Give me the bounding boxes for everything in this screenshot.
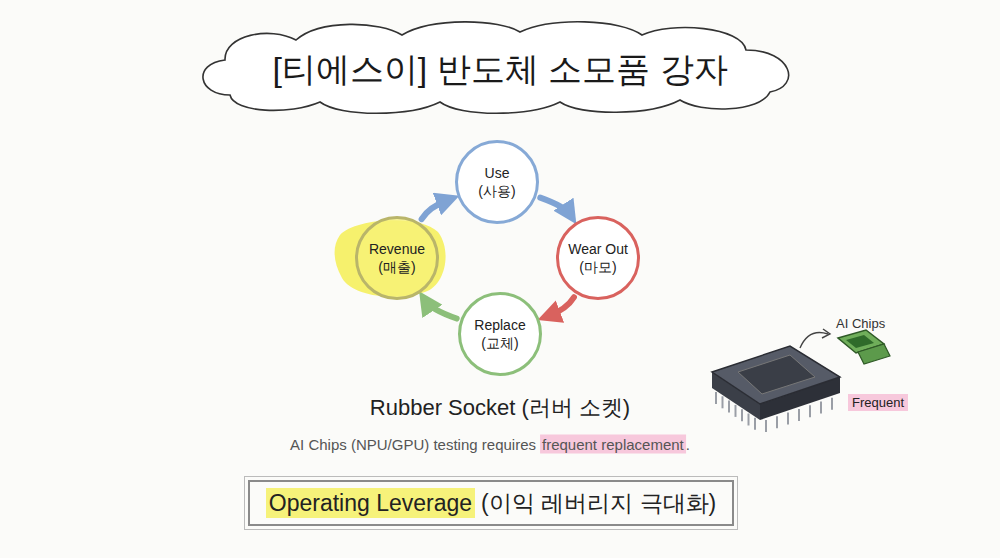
caption-heading: Rubber Socket (러버 소켓) (370, 393, 630, 423)
caption-text: . (686, 436, 690, 453)
circle-text: Use (485, 164, 510, 182)
ai-chips (800, 329, 890, 364)
box-text: (이익 레버리지 극대화) (481, 488, 716, 518)
cycle-arrow (422, 200, 449, 219)
circle-text: Replace (474, 316, 525, 334)
circle-text: Wear Out (568, 240, 628, 258)
circle-text: (사용) (478, 182, 515, 200)
cycle-arrow (549, 297, 574, 316)
cycle-circle: Wear Out(마모) (556, 216, 640, 300)
circle-text: Revenue (369, 240, 425, 258)
caption-text: AI Chips (NPU/GPU) testing requires (290, 436, 536, 453)
highlighted-text: frequent replacement (540, 435, 686, 454)
circle-text: (교체) (481, 334, 518, 352)
circle-text: (마모) (579, 258, 616, 276)
cycle-circle: Replace(교체) (458, 292, 542, 376)
part-label: AI Chips (836, 316, 885, 331)
cycle-circle: Revenue(매출) (355, 216, 439, 300)
cycle-circle: Use(사용) (455, 140, 539, 224)
highlight-box: Operating Leverage(이익 레버리지 극대화) (248, 480, 734, 526)
box-text: Operating Leverage (266, 488, 475, 518)
title-text: [티에스이] 반도체 소모품 강자 (272, 47, 727, 93)
cycle-arrow (426, 301, 457, 318)
circle-text: (매출) (378, 258, 415, 276)
tag-label: Frequent (848, 394, 908, 411)
rubber-socket (712, 346, 840, 432)
cycle-arrow (540, 198, 570, 215)
title-cloud (203, 22, 789, 113)
